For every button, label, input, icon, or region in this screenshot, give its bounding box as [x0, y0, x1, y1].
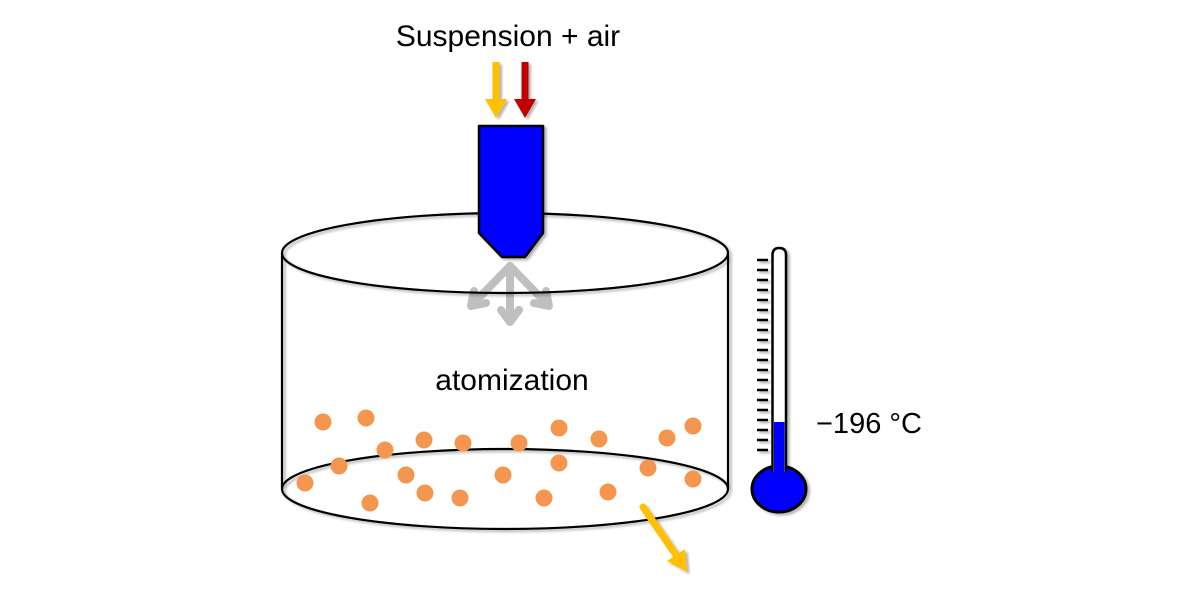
air-arrow-icon: [514, 62, 536, 118]
droplet: [415, 431, 433, 449]
droplet: [599, 483, 617, 501]
outlet-arrow-icon: [639, 503, 687, 572]
droplet-cluster: [296, 409, 702, 512]
droplet: [639, 459, 657, 477]
droplet: [376, 441, 394, 459]
droplet: [451, 489, 469, 507]
droplet: [684, 417, 702, 435]
droplet: [296, 474, 314, 492]
droplet: [590, 430, 608, 448]
droplet: [454, 434, 472, 452]
chamber-label: atomization: [435, 364, 588, 397]
title-label: Suspension + air: [396, 20, 620, 53]
droplet: [361, 494, 379, 512]
inlet-arrows: [485, 62, 536, 118]
droplet: [684, 470, 702, 488]
vessel-bottom-ellipse: [280, 447, 730, 531]
droplet: [357, 409, 375, 427]
thermometer: [750, 246, 808, 514]
temperature-label: −196 °C: [816, 408, 922, 440]
droplet: [416, 484, 434, 502]
droplet: [494, 466, 512, 484]
droplet: [550, 454, 568, 472]
droplet: [397, 466, 415, 484]
thermometer-tube: [771, 246, 788, 472]
suspension-arrow-icon: [485, 62, 507, 118]
droplet: [658, 429, 676, 447]
droplet: [535, 489, 553, 507]
droplet: [510, 434, 528, 452]
droplet: [330, 457, 348, 475]
spray-arrows-icon: [467, 262, 553, 326]
nozzle: [477, 124, 545, 259]
thermometer-fluid-column: [774, 422, 785, 478]
droplet: [550, 419, 568, 437]
droplet: [314, 413, 332, 431]
thermometer-scale-ticks: [757, 258, 768, 452]
